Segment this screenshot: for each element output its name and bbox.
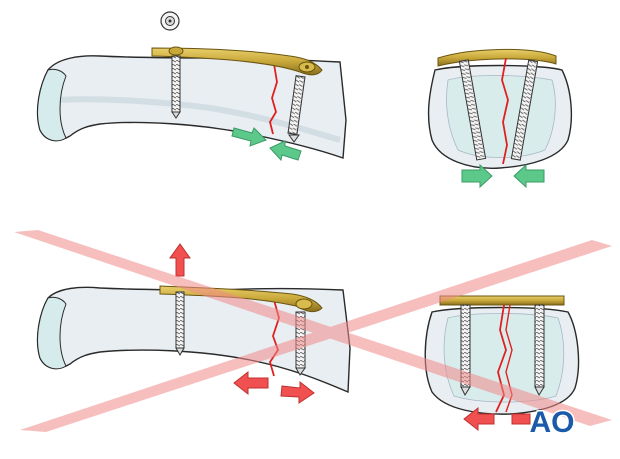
compression-arrow-left bbox=[231, 127, 267, 147]
incorrect-cross-mark bbox=[14, 230, 612, 432]
plate-liftoff-arrow bbox=[169, 243, 191, 277]
axial-fracture-line bbox=[501, 57, 509, 165]
screw-head-right-incorrect bbox=[295, 298, 313, 310]
axial-compression-arrow-left bbox=[461, 163, 493, 189]
axial-distraction-arrow-left bbox=[463, 406, 495, 432]
ao-logo: AO bbox=[528, 405, 576, 441]
fracture-line bbox=[269, 63, 278, 135]
correct-axial-view bbox=[427, 48, 573, 189]
axial-screw-right bbox=[510, 59, 539, 161]
axial-plate bbox=[437, 48, 557, 67]
axial-plate-incorrect bbox=[439, 295, 565, 306]
articular-cartilage bbox=[37, 68, 67, 142]
axial-distraction-arrow-right bbox=[511, 413, 531, 425]
axial-fracture-line-incorrect bbox=[495, 304, 507, 413]
screw-shaft-left-incorrect bbox=[175, 291, 185, 349]
screw-shaft-right bbox=[287, 75, 306, 135]
bone-shading bbox=[59, 96, 341, 143]
screw-shaft-left bbox=[171, 55, 181, 113]
distraction-arrow-right bbox=[280, 380, 315, 404]
compression-arrow-right bbox=[269, 140, 302, 162]
bone-plate bbox=[151, 47, 323, 76]
axial-cartilage bbox=[446, 75, 556, 158]
correct-lateral-view bbox=[36, 11, 347, 162]
screw-head-icon bbox=[160, 11, 180, 31]
articular-cartilage-incorrect bbox=[37, 296, 67, 370]
screw-head-right bbox=[298, 61, 316, 73]
ao-logo-text: AO bbox=[530, 406, 575, 439]
axial-screw-right-incorrect bbox=[534, 304, 545, 388]
screw-head-left bbox=[168, 46, 184, 56]
axial-compression-arrow-right bbox=[513, 163, 545, 189]
axial-screw-left bbox=[458, 59, 487, 161]
distraction-arrow-left bbox=[233, 370, 269, 396]
